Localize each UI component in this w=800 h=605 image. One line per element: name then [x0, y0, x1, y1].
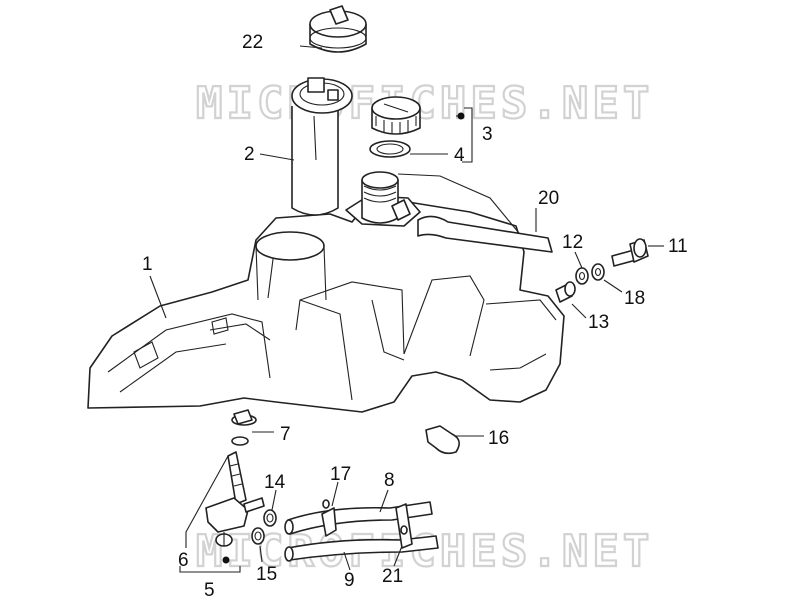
leader-14: [271, 489, 277, 511]
bracket-5: [179, 566, 241, 573]
callout-18: 18: [624, 288, 645, 309]
filler-neck: [345, 171, 529, 245]
hose-clamp-17: [321, 499, 337, 537]
leader-15: [259, 545, 263, 563]
callout-4: 4: [454, 145, 465, 166]
leader-17: [331, 481, 339, 507]
callout-17: 17: [330, 464, 351, 485]
leader-13: [571, 303, 587, 319]
hose-clamp-21: [395, 503, 413, 549]
fuel-tap: [205, 436, 265, 547]
leader-12: [574, 251, 583, 269]
fuel-sender: [291, 77, 353, 216]
leader-22: [299, 45, 323, 49]
leader-18: [603, 279, 623, 293]
clamp-14: [263, 509, 277, 527]
callout-1: 1: [142, 254, 153, 275]
callout-9: 9: [344, 570, 355, 591]
callout-22: 22: [242, 32, 263, 53]
washer-18: [591, 263, 605, 281]
watermark-top: MICROFICHES.NET: [196, 78, 653, 129]
callout-dot-5: [222, 556, 230, 564]
leader-1: [149, 275, 167, 319]
tap-gasket: [231, 409, 257, 426]
callout-20: 20: [538, 188, 559, 209]
leader-2: [259, 153, 295, 161]
spacer-13: [555, 281, 576, 303]
callout-13: 13: [588, 312, 609, 333]
hose-clip-16: [425, 425, 460, 455]
callout-12: 12: [562, 232, 583, 253]
callout-dot-3: [457, 112, 465, 120]
callout-5: 5: [204, 580, 215, 600]
callout-16: 16: [488, 428, 509, 449]
sender-cover-cap: [309, 5, 367, 53]
callout-7: 7: [280, 424, 291, 445]
leader-8: [379, 489, 389, 513]
mounting-bolt: [611, 238, 649, 267]
vent-hose: [417, 215, 553, 253]
leader-21: [393, 545, 403, 567]
callout-3: 3: [482, 124, 493, 145]
cap-gasket: [369, 140, 411, 158]
clamp-15: [251, 527, 265, 545]
callout-8: 8: [384, 470, 395, 491]
callout-11: 11: [668, 236, 688, 257]
fuel-tank-cap: [371, 96, 421, 135]
callout-2: 2: [244, 144, 255, 165]
callout-21: 21: [382, 566, 403, 587]
callout-6: 6: [178, 550, 189, 571]
bracket-3: [462, 107, 473, 163]
leader-6: [185, 455, 229, 548]
fuel-tank: [87, 201, 565, 413]
watermark-bottom: MICROFICHES.NET: [196, 526, 653, 577]
washer-12: [575, 267, 589, 285]
leader-9: [343, 551, 351, 571]
callout-15: 15: [256, 564, 277, 585]
callout-14: 14: [264, 472, 286, 493]
